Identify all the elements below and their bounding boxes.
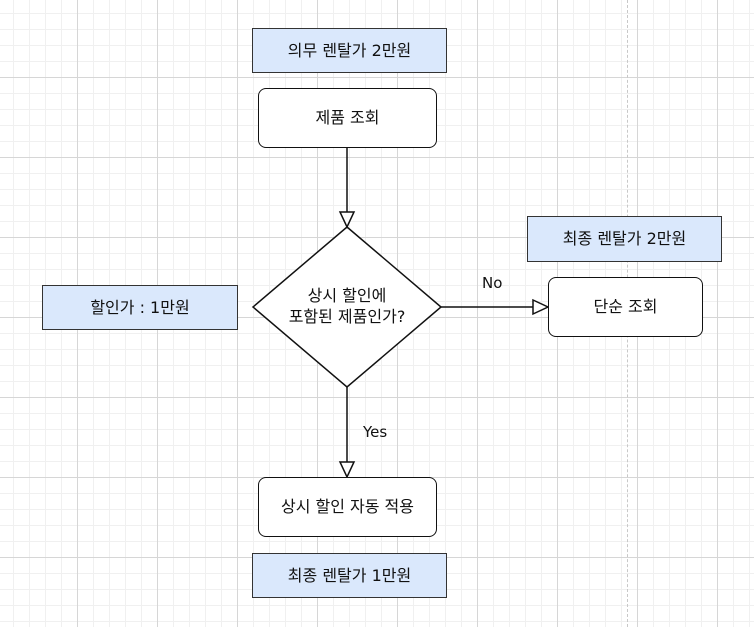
process-text: 상시 할인 자동 적용 xyxy=(280,497,415,516)
arrowhead-right-icon xyxy=(532,298,550,316)
note-mandatory-rental-price[interactable]: 의무 렌탈가 2만원 xyxy=(252,28,447,73)
note-final-rental-price-discounted[interactable]: 최종 렌탈가 1만원 xyxy=(252,553,447,598)
process-auto-apply-discount[interactable]: 상시 할인 자동 적용 xyxy=(258,477,437,537)
process-product-lookup[interactable]: 제품 조회 xyxy=(258,88,437,148)
note-text: 할인가 : 1만원 xyxy=(90,297,190,317)
edge-label-yes: Yes xyxy=(363,423,388,441)
decision-label: 상시 할인에 포함된 제품인가? xyxy=(263,277,431,337)
note-text: 최종 렌탈가 1만원 xyxy=(287,565,412,585)
note-text: 의무 렌탈가 2만원 xyxy=(287,40,412,60)
arrowhead-down-icon xyxy=(338,211,356,229)
note-final-rental-price-no-discount[interactable]: 최종 렌탈가 2만원 xyxy=(527,216,722,262)
arrowhead-down-icon xyxy=(338,461,356,479)
decision-line-2: 포함된 제품인가? xyxy=(288,307,406,326)
process-text: 제품 조회 xyxy=(315,108,380,127)
process-text: 단순 조회 xyxy=(593,297,658,316)
process-simple-lookup[interactable]: 단순 조회 xyxy=(548,277,703,337)
note-text: 최종 렌탈가 2만원 xyxy=(562,229,687,248)
edge-label-no: No xyxy=(482,274,503,292)
note-discount-price[interactable]: 할인가 : 1만원 xyxy=(42,285,238,330)
decision-line-1: 상시 할인에 xyxy=(307,286,387,306)
